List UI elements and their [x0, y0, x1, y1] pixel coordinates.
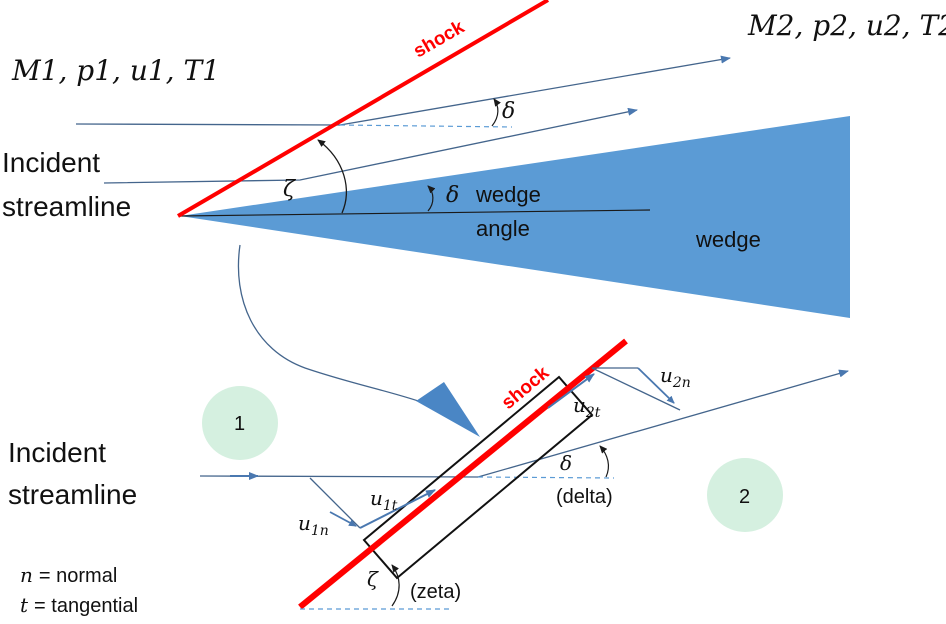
zoom-connector-arrowhead	[416, 382, 480, 437]
bottom-delta-word: (delta)	[556, 486, 613, 508]
legend-tangential: t= tangential	[20, 593, 138, 617]
u2t-sub: 2t	[585, 405, 601, 421]
region-1-label: 1	[234, 413, 245, 435]
top-wedge-delta-arc	[427, 185, 436, 212]
bottom-zeta-arc	[391, 564, 400, 607]
region-2-label: 2	[739, 486, 750, 508]
bottom-delta-arc	[599, 445, 610, 478]
u2t-arrow	[547, 373, 595, 409]
top-shock-line	[176, 0, 550, 218]
top-incident-label-1: Incident	[2, 147, 100, 178]
bottom-incident-label-1: Incident	[8, 437, 106, 468]
legend-n-text: = normal	[39, 565, 117, 587]
u1t-arrow	[359, 489, 436, 529]
u1n-arrow	[329, 511, 357, 527]
u2t-base: u	[573, 393, 586, 417]
top-upstream-state: M1, p1, u1, T1	[11, 54, 220, 87]
u1-vector-line	[309, 477, 361, 529]
u2n-arrow	[637, 367, 675, 404]
bottom-incident-label-2: streamline	[8, 479, 137, 510]
u2t-label: u2t	[573, 393, 601, 421]
u1t-label: u1t	[370, 486, 398, 514]
legend-t-text: = tangential	[34, 595, 138, 617]
top-downstream-state: M2, p2, u2, T2	[747, 9, 946, 42]
top-delta-flow-symbol: δ	[502, 99, 515, 124]
top-streamline-lower	[103, 107, 638, 184]
top-zeta-symbol: ζ	[283, 177, 297, 202]
wedge-angle-label-1: wedge	[475, 182, 541, 207]
top-shock-label: shock	[410, 16, 468, 62]
u1t-base: u	[370, 486, 383, 510]
top-delta-arc	[491, 98, 501, 127]
u1t-sub: 1t	[383, 498, 398, 514]
wedge-label: wedge	[695, 227, 761, 252]
zoom-connector-curve	[237, 244, 431, 406]
bottom-delta-reference	[477, 476, 615, 479]
u1n-sub: 1n	[311, 523, 329, 539]
bottom-zeta-word: (zeta)	[410, 581, 461, 603]
legend-t-symbol: t	[20, 593, 29, 617]
bottom-zeta-symbol: ζ	[367, 567, 379, 591]
bottom-shock-line	[298, 338, 628, 610]
wedge-shape	[180, 116, 850, 318]
wedge-angle-label-2: angle	[476, 216, 530, 241]
u1n-label: u1n	[298, 511, 329, 539]
region-1-bubble	[202, 386, 278, 460]
upstream-state-text: M1, p1, u1, T1	[11, 54, 220, 87]
u2n-label: u2n	[660, 363, 691, 391]
control-volume-box	[362, 375, 594, 580]
top-delta-wedge-symbol: δ	[446, 183, 459, 208]
bottom-delta-symbol: δ	[560, 451, 572, 475]
u2n-sub: 2n	[672, 375, 691, 391]
top-zeta-arc	[317, 139, 347, 214]
u1n-base: u	[298, 511, 311, 535]
region-2-bubble	[707, 458, 783, 532]
top-incident-label-2: streamline	[2, 191, 131, 222]
legend-normal: n = normal	[20, 563, 117, 587]
u2-vector-line	[591, 367, 681, 411]
legend-n-symbol: n	[20, 563, 33, 587]
u2n-base: u	[660, 363, 673, 387]
top-delta-reference	[339, 124, 513, 128]
downstream-state-text: M2, p2, u2, T2	[747, 9, 946, 42]
wedge-reference-line	[179, 209, 651, 217]
